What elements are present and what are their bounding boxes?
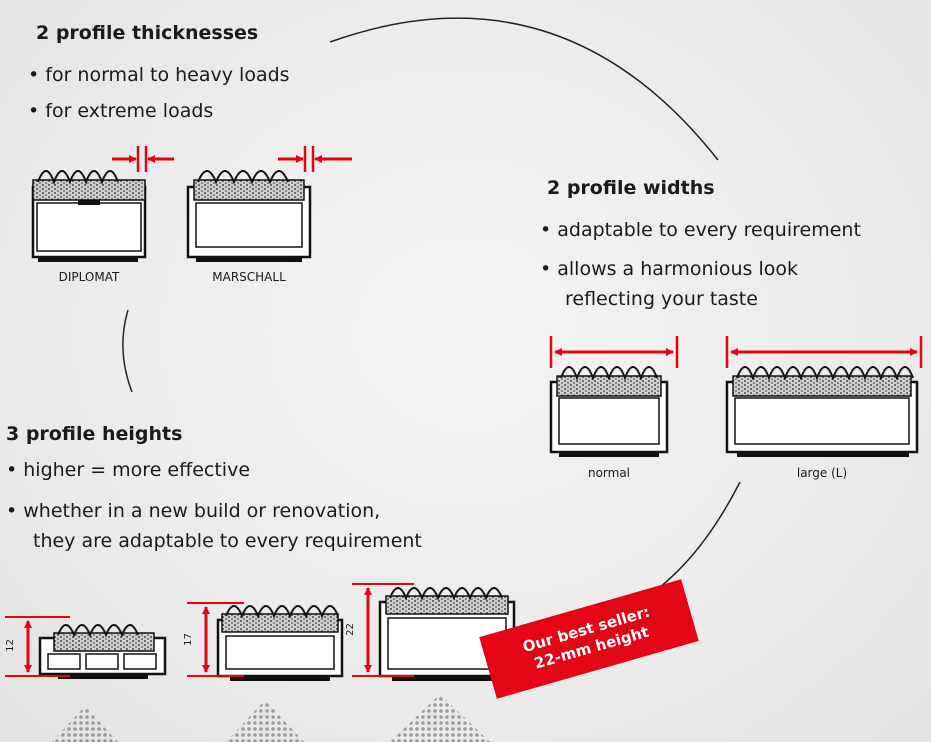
marschall-profile [186,146,352,262]
height-17-profile [187,602,344,681]
arc-left [122,309,133,393]
dot-cone-3 [390,694,490,742]
thickness-item-1: • for normal to heavy loads [28,64,290,86]
thickness-item-1-text: for normal to heavy loads [45,64,290,86]
thickness-title: 2 profile thicknesses [36,22,259,44]
thickness-item-2-text: for extreme loads [45,100,214,122]
widths-item-2: • allows a harmonious look [540,258,798,280]
height-label-17: 17 [182,633,194,646]
normal-width-profile [549,336,679,457]
heights-item-1-text: higher = more effective [23,459,251,481]
heights-item-2-cont: they are adaptable to every requirement [33,530,422,552]
heights-item-2-text: whether in a new build or renovation, [23,500,381,522]
height-12-profile [5,616,167,679]
heights-item-2: • whether in a new build or renovation, [6,500,381,522]
height-label-12: 12 [4,639,16,652]
label-diplomat: DIPLOMAT [58,270,120,284]
height-label-22: 22 [344,623,356,636]
thickness-item-2: • for extreme loads [28,100,214,122]
widths-item-2-text: allows a harmonious look [557,258,798,280]
widths-title: 2 profile widths [547,177,715,199]
widths-item-1: • adaptable to every requirement [540,219,861,241]
label-marschall: MARSCHALL [212,270,286,284]
arc-top [329,17,719,161]
heights-title: 3 profile heights [6,423,183,445]
dot-cone-1 [52,706,118,742]
widths-item-1-text: adaptable to every requirement [557,219,861,241]
heights-item-1: • higher = more effective [6,459,251,481]
diplomat-profile [31,146,174,262]
label-large: large (L) [796,466,848,480]
widths-item-2-cont: reflecting your taste [565,288,758,310]
large-width-profile [725,336,923,457]
label-normal: normal [587,466,631,480]
dot-cone-2 [226,700,304,742]
